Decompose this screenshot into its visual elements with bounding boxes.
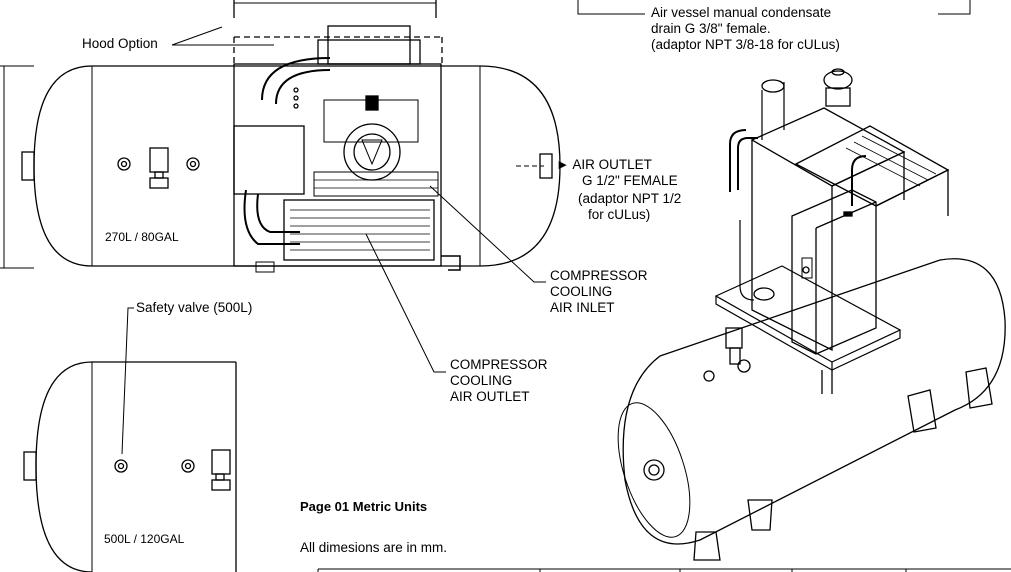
tank-270-label: 270L / 80GAL [105,230,179,244]
tank-500-drawing [23,361,237,572]
cooling-inlet-label-line2: COOLING [550,284,613,299]
hood-option-leaders [171,26,274,46]
air-outlet-label-line4: for cULus) [588,207,651,222]
condensate-drain-label-line3: (adaptor NPT 3/8-18 for cULus) [651,37,840,52]
condensate-drain-label-line1: Air vessel manual condensate [651,5,832,20]
tank-500-label: 500L / 120GAL [104,532,185,546]
air-outlet-label-line2: G 1/2" FEMALE [582,173,678,188]
air-outlet-label-line1: ► AIR OUTLET [556,157,652,172]
cooling-inlet-leader [429,185,546,283]
cooling-outlet-label-line3: AIR OUTLET [450,389,530,404]
top-dimension-line [233,0,437,18]
cooling-outlet-label-line2: COOLING [450,373,513,388]
cooling-outlet-label-line1: COMPRESSOR [450,357,548,372]
safety-valve-label: Safety valve (500L) [136,300,253,315]
hood-option-label: Hood Option [82,36,158,51]
cooling-outlet-leader [365,233,446,373]
page-title: Page 01 Metric Units [300,499,428,514]
condensate-drain-label-line2: drain G 3/8" female. [651,21,771,36]
compressor-isometric-view [617,68,1006,561]
compressor-unit-front-view [233,25,461,273]
dimension-note: All dimesions are in mm. [300,540,448,555]
cooling-inlet-label-line1: COMPRESSOR [550,268,648,283]
cooling-inlet-label-line3: AIR INLET [550,300,615,315]
air-outlet-label-line3: (adaptor NPT 1/2 [578,191,682,206]
condensate-drain-callout [577,0,971,15]
tank-270-drawing [0,65,561,269]
hood-option-outline [233,36,443,64]
safety-valve-leader [121,307,134,455]
